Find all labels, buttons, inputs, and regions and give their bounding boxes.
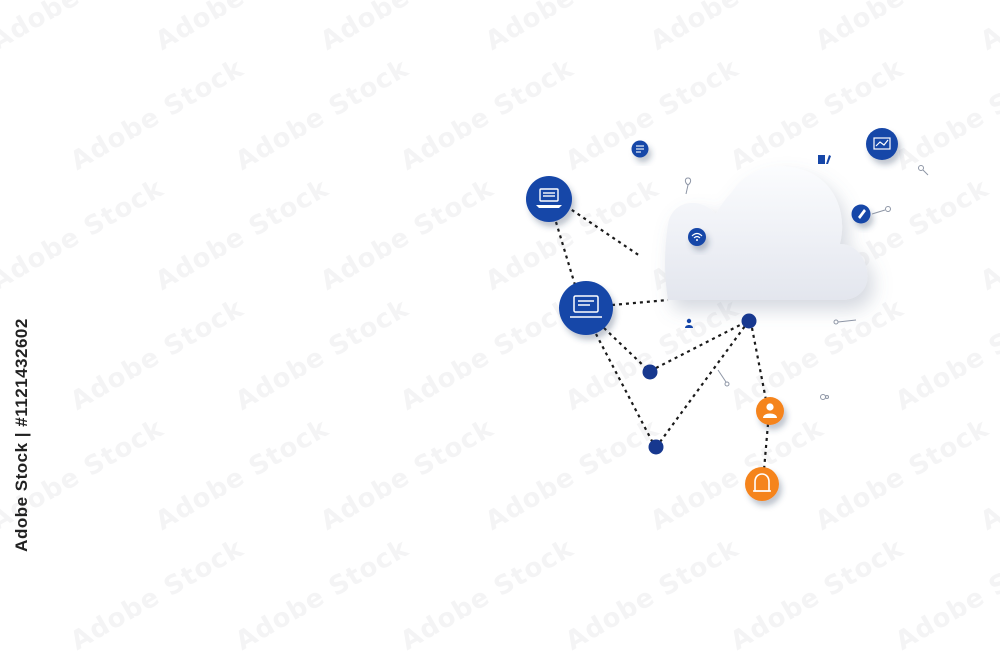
- connection-line: [603, 327, 649, 371]
- wifi-node: [688, 228, 706, 246]
- connection-line: [659, 325, 746, 443]
- search-icon: [918, 165, 929, 176]
- monitor-node: [559, 281, 613, 335]
- doc-icon: [818, 155, 831, 164]
- chart-node: [866, 128, 898, 160]
- pointer-icon: [717, 369, 730, 387]
- connection-line: [750, 327, 768, 401]
- pin-icon: [684, 177, 692, 195]
- probe-icon: [833, 319, 857, 325]
- monitor-icon: [570, 295, 602, 318]
- connection-line: [595, 333, 654, 444]
- stock-id-text: Adobe Stock | #1121432602: [12, 318, 32, 552]
- junction-dot: [741, 313, 757, 329]
- connection-line: [554, 221, 577, 286]
- bell-icon: [753, 473, 771, 492]
- chat-node: [631, 140, 649, 158]
- chat-icon: [636, 145, 644, 153]
- connection-line: [655, 322, 745, 369]
- user-icon: [763, 403, 777, 418]
- connection-line: [565, 205, 641, 257]
- tag-node: [851, 204, 871, 224]
- person-icon: [685, 318, 693, 328]
- junction-dot: [648, 439, 664, 455]
- connection-line: [762, 423, 770, 471]
- junction-dot: [642, 364, 658, 380]
- cloud-network-illustration: [526, 128, 929, 501]
- link-icon: [820, 394, 829, 400]
- key-icon: [871, 206, 891, 215]
- small-decor-icons: [684, 165, 929, 400]
- tag-icon: [858, 209, 866, 219]
- laptop-icon: [536, 188, 562, 208]
- stock-id-label: Adobe Stock | #1121432602: [8, 318, 36, 552]
- bell-node: [745, 467, 779, 501]
- cloud-shape: [665, 166, 868, 300]
- wifi-icon: [691, 232, 703, 239]
- chart-icon: [873, 137, 891, 150]
- user-node: [756, 397, 784, 425]
- laptop-node: [526, 176, 572, 222]
- connection-line: [611, 298, 669, 307]
- connection-lines: [554, 205, 770, 471]
